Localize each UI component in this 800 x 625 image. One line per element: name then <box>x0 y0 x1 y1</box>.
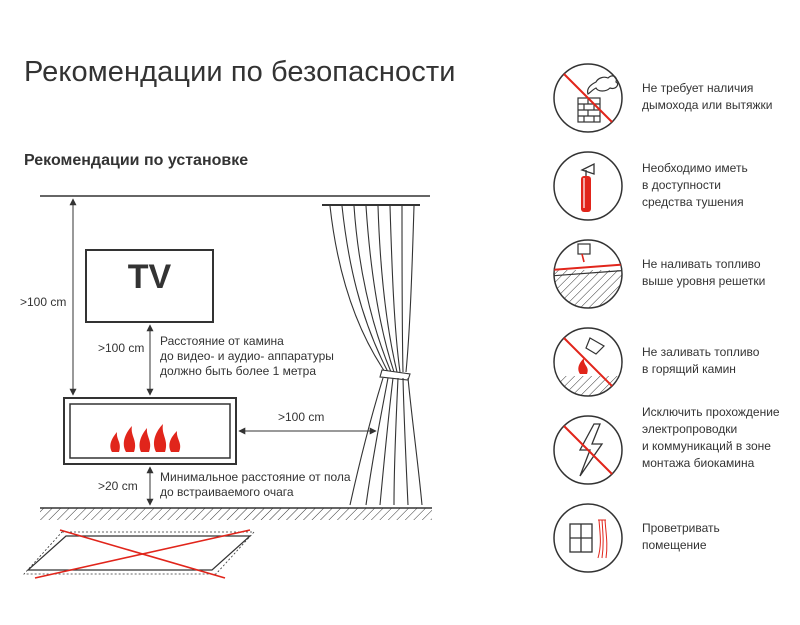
fireplace <box>63 397 237 465</box>
no-wiring-icon <box>553 415 623 485</box>
note-av-distance: Расстояние от камина до видео- и аудио- … <box>160 334 334 378</box>
ventilate-icon <box>553 503 623 573</box>
rug-prohibited <box>23 529 255 579</box>
tv-label: TV <box>127 258 172 296</box>
rec-text: Необходимо иметь в доступности средства … <box>642 161 748 209</box>
rec-item-extinguisher: Необходимо иметь в доступности средства … <box>550 148 800 228</box>
rec-item-no-wiring: Исключить прохождение электропроводки и … <box>550 405 800 492</box>
rec-item-ventilate: Проветривать помещение <box>550 500 800 580</box>
no-overfill-icon <box>553 239 623 309</box>
rec-item-no-overfill: Не наливать топливо выше уровня решетки <box>550 236 800 316</box>
dim-ceiling-label: >100 cm <box>20 295 67 309</box>
rec-text: Не требует наличия дымохода или вытяжки <box>642 81 773 112</box>
rec-item-no-chimney: Не требует наличия дымохода или вытяжки <box>550 60 800 140</box>
rec-item-no-refuel: Не заливать топливо в горящий камин <box>550 324 800 404</box>
dim-tv-label: >100 cm <box>98 341 145 355</box>
rec-text: Не наливать топливо выше уровня решетки <box>642 257 766 288</box>
fire-flames <box>110 424 181 452</box>
rec-text: Не заливать топливо в горящий камин <box>642 345 760 376</box>
note-floor-distance: Минимальное расстояние от пола до встраи… <box>160 470 351 499</box>
page-title: Рекомендации по безопасности <box>24 56 456 88</box>
curtain <box>322 204 423 506</box>
floor <box>40 507 432 520</box>
rec-text: Проветривать помещение <box>642 521 720 552</box>
fire-extinguisher-icon <box>553 151 623 221</box>
no-refuel-burning-icon <box>553 327 623 397</box>
dim-floor-label: >20 cm <box>98 479 138 493</box>
tv-box <box>85 249 214 323</box>
dim-curtain-label: >100 cm <box>278 410 325 424</box>
no-chimney-icon <box>553 63 623 133</box>
rec-text: Исключить прохождение электропроводки и … <box>642 405 780 470</box>
installation-heading: Рекомендации по установке <box>24 152 249 169</box>
